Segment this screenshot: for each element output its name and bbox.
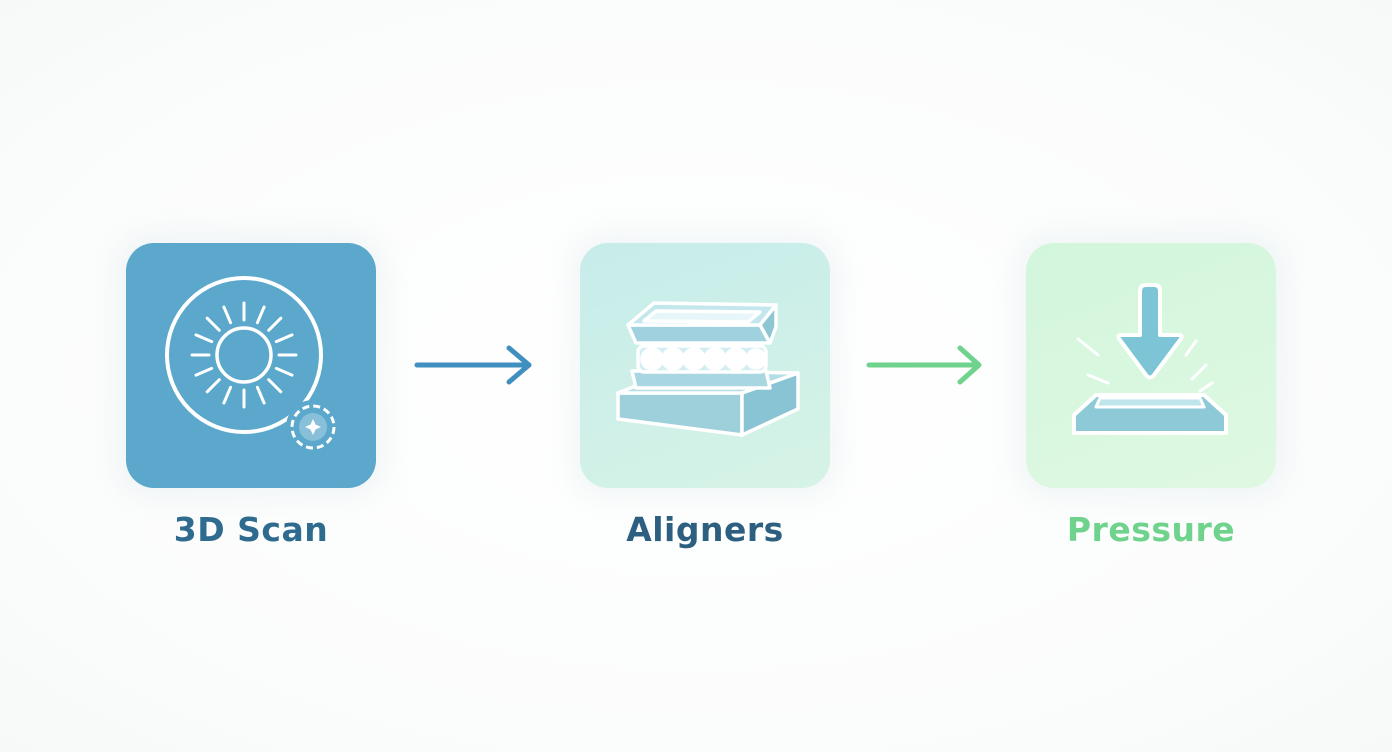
step-label: Pressure: [1066, 510, 1236, 549]
step-aligners: Aligners: [580, 243, 830, 550]
step-tile-aligners: [580, 243, 830, 488]
step-pressure: Pressure: [1026, 243, 1276, 550]
step-3d-scan: 3D Scan: [126, 243, 376, 550]
step-tile-scan: [126, 243, 376, 488]
arrow-right-icon: [866, 345, 982, 385]
step-label: 3D Scan: [173, 510, 329, 549]
arrow-right-icon: [414, 345, 532, 385]
step-label: Aligners: [626, 510, 784, 549]
scan-icon: [165, 276, 340, 454]
step-tile-pressure: [1026, 243, 1276, 488]
pressure-down-arrow-icon: [1072, 283, 1228, 435]
aligner-trays-icon: [616, 301, 800, 437]
